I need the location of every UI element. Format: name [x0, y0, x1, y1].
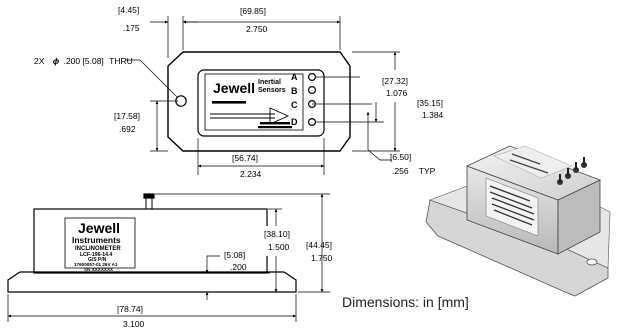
dimensions-caption: Dimensions: in [mm] — [342, 294, 469, 310]
top-label-line1: Inertial — [258, 79, 281, 86]
side-label-sn: SN XXXXXXX — [84, 267, 114, 272]
dim-44-45-mm: [44.45] — [306, 240, 332, 250]
svg-text:2X ϕ .200 [5: 2X ϕ .200 [5.08] THRU — [34, 56, 133, 66]
top-view-label-panel — [204, 73, 304, 131]
hole-note-mm: [5.08] — [83, 56, 104, 66]
dim-6-50-typ: TYP — [419, 166, 436, 176]
dim-78-74-mm: [78.74] — [117, 304, 143, 314]
dim-17-58-mm: [17.58] — [114, 111, 140, 121]
top-label-brand: Jewell — [213, 80, 255, 96]
dim-78-74-in: 3.100 — [123, 319, 145, 329]
connector-stud — [145, 197, 153, 210]
pin-label-b: B — [291, 86, 298, 96]
hole-note: 2X ϕ .200 [5.08] THRU — [34, 56, 133, 66]
dim-6-50-mm: [6.50] — [390, 152, 411, 162]
side-label-gs: G/S P/N — [88, 257, 107, 263]
dim-6-50-in: .256 — [392, 166, 409, 176]
dim-5-08-in: .200 — [230, 262, 247, 272]
diameter-symbol: ϕ — [53, 56, 60, 66]
isometric-sensor-render — [425, 145, 611, 297]
side-view-label-panel — [64, 217, 136, 269]
dim-38-10-mm: [38.10] — [264, 229, 290, 239]
dim-38-10-in: 1.500 — [268, 242, 290, 252]
dim-35-15-in: 1.384 — [422, 110, 444, 120]
pin-d — [308, 117, 317, 126]
side-view-flange — [7, 271, 297, 293]
top-view-body — [197, 69, 325, 137]
dim-56-74-mm: [56.74] — [232, 153, 258, 163]
pin-label-a: A — [291, 72, 298, 82]
hole-note-in: .200 — [64, 56, 81, 66]
dim-4-45-in: .175 — [123, 23, 140, 33]
dim-17-58-in: .692 — [119, 124, 136, 134]
pin-labels: A B C D — [291, 72, 298, 127]
side-label-pn: 17600057-01 26V A1 — [74, 262, 118, 267]
top-view-flange — [167, 51, 351, 152]
pin-label-c: C — [291, 100, 298, 110]
dim-44-45-in: 1.750 — [311, 253, 333, 263]
dim-35-15-mm: [35.15] — [417, 98, 443, 108]
dim-27-32-mm: [27.32] — [382, 76, 408, 86]
hole-note-qty: 2X — [34, 56, 45, 66]
dim-69-85-mm: [69.85] — [240, 6, 266, 16]
dim-5-08-mm: [5.08] — [224, 250, 245, 260]
hole-note-suffix: THRU — [109, 56, 133, 66]
side-label-brand: Jewell — [78, 220, 120, 236]
side-label-model: LCF-196-14.4 — [80, 252, 112, 258]
dim-4-45-mm: [4.45] — [118, 5, 139, 15]
top-label-line2: Sensors — [258, 87, 286, 94]
side-view — [7, 193, 297, 293]
pin-label-d: D — [291, 117, 298, 127]
top-view — [167, 51, 351, 152]
dim-69-85-in: 2.750 — [246, 24, 268, 34]
side-label-type: INCLINOMETER — [75, 246, 121, 252]
pin-a — [308, 72, 317, 81]
dim-27-32-in: 1.076 — [386, 88, 408, 98]
dim-6-50-line2: .256 TYP — [392, 166, 436, 176]
dim-56-74-in: 2.234 — [240, 169, 262, 179]
pin-b — [308, 85, 317, 94]
side-label-sub: Instruments — [72, 235, 121, 245]
axis-arrow — [210, 107, 290, 125]
